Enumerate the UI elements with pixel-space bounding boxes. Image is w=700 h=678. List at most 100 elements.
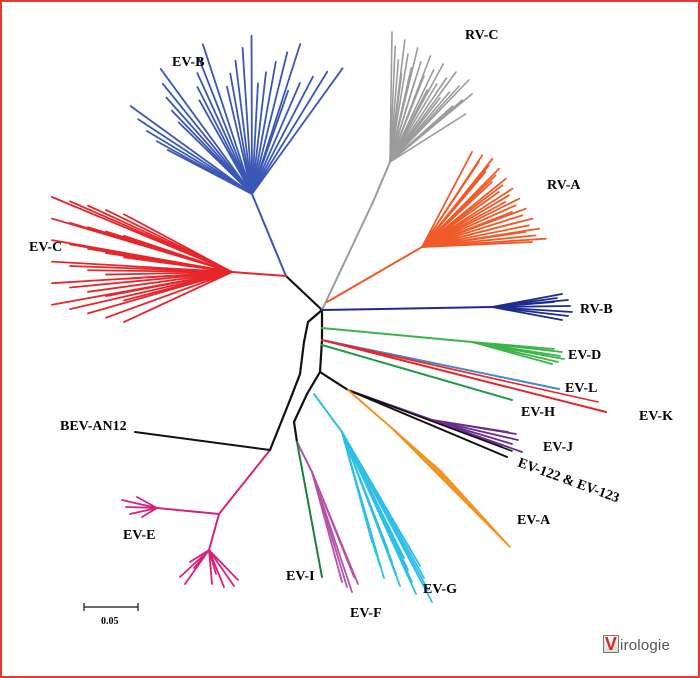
rv-c-tip — [389, 55, 432, 163]
rv-c-tip — [389, 71, 457, 163]
backbone-branch — [292, 420, 299, 444]
rv-a-tip — [421, 211, 513, 248]
rv-c-tip — [389, 63, 445, 163]
backbone-branch — [306, 308, 324, 324]
ev-e-tip — [136, 496, 158, 509]
label-ev-e: EV-E — [123, 528, 155, 543]
tree-branches — [51, 31, 607, 603]
rv-c-branch — [372, 161, 391, 203]
ev-b-tip — [201, 43, 253, 195]
label-ev-g: EV-G — [423, 582, 457, 597]
ev-j-tip — [431, 419, 523, 453]
rv-a-tip — [421, 241, 533, 248]
ev-e-tip — [208, 549, 239, 581]
ev-c-tip — [123, 256, 233, 273]
backbone-branch — [318, 370, 350, 392]
rv-b-tip — [491, 306, 563, 321]
label-rv-c: RV-C — [465, 28, 498, 43]
ev-g-tip — [341, 431, 385, 579]
logo-v-letter: V — [602, 634, 620, 654]
rv-c-tip — [389, 39, 406, 163]
label-ev-d: EV-D — [568, 348, 601, 363]
ev-f-tip — [311, 471, 355, 578]
ev-b-tip — [251, 75, 314, 195]
rv-a-tip — [421, 191, 500, 248]
ev-j-tip — [431, 419, 519, 441]
rv-a-tip — [421, 171, 487, 248]
ev-c-tip — [69, 271, 233, 289]
scale-bar: 0.05 — [83, 603, 139, 627]
rv-c-tip — [389, 53, 409, 163]
rv-a-tip — [421, 151, 473, 248]
label-rv-b: RV-B — [580, 302, 613, 317]
label-ev-c: EV-C — [29, 240, 62, 255]
ev-122-branch — [347, 389, 508, 458]
rv-a-tip — [421, 181, 493, 248]
ev-e-tip — [189, 549, 210, 563]
rv-c-tip — [389, 69, 435, 163]
rv-a-tip — [421, 201, 507, 248]
ev-g-tip — [341, 431, 417, 595]
ev-e-branch — [208, 513, 220, 551]
ev-b-tip — [226, 85, 253, 195]
label-ev-j: EV-J — [543, 440, 573, 455]
ev-b-tip — [137, 118, 253, 195]
label-ev-f: EV-F — [350, 606, 382, 621]
ev-a-branch — [347, 389, 395, 431]
ev-c-tip — [123, 213, 233, 273]
ev-c-tip — [123, 234, 233, 273]
ev-b-tip — [198, 57, 253, 195]
ev-b-tip — [165, 96, 253, 195]
ev-d-tip — [471, 341, 555, 350]
ev-a-tip — [393, 429, 511, 548]
ev-e-tip — [125, 506, 158, 509]
label-bev-an12: BEV-AN12 — [60, 419, 127, 434]
ev-e-tip — [208, 549, 213, 585]
ev-f-tip — [311, 471, 353, 593]
label-rv-a: RV-A — [547, 178, 581, 193]
backbone-branch — [305, 370, 322, 396]
backbone-branch — [302, 320, 310, 344]
ev-b-tip — [196, 86, 253, 195]
ev-i-branch — [296, 441, 323, 578]
rv-a-branch — [326, 246, 423, 303]
ev-e-tip — [208, 549, 217, 575]
ev-c-tip — [69, 271, 233, 310]
rv-b-branch — [321, 306, 493, 311]
ev-j-tip — [431, 419, 509, 433]
ev-b-tip — [251, 89, 290, 195]
rv-c-tip — [389, 79, 470, 163]
label-ev-k: EV-K — [639, 409, 673, 424]
ev-b-tip — [241, 46, 253, 195]
ev-e-tip — [141, 507, 158, 518]
ev-h-branch — [321, 344, 513, 401]
rv-a-tip — [421, 161, 480, 248]
ev-b-tip — [251, 71, 267, 195]
ev-e-branch — [218, 449, 271, 515]
rv-c-branch — [321, 201, 374, 311]
bev-an12-branch — [134, 431, 271, 451]
ev-b-tip — [251, 82, 301, 195]
ev-k-branch — [321, 339, 607, 413]
ev-k-branch — [321, 339, 599, 403]
scale-bar-label: 0.05 — [101, 616, 119, 627]
ev-b-branch — [251, 193, 287, 277]
ev-c-tip — [105, 271, 233, 319]
ev-b-tip — [161, 82, 253, 195]
ev-e-branch — [156, 507, 220, 515]
ev-b-tip — [251, 51, 289, 195]
ev-c-tip — [87, 271, 233, 315]
ev-c-branch — [231, 271, 287, 277]
ev-c-tip — [123, 271, 233, 323]
label-ev-h: EV-H — [521, 405, 555, 420]
rv-c-tip — [389, 93, 473, 163]
ev-c-tip — [51, 271, 233, 285]
ev-e-tip — [121, 499, 158, 509]
ev-b-tip — [234, 59, 253, 195]
ev-e-tip — [208, 549, 235, 587]
label-ev-l: EV-L — [565, 381, 597, 396]
rv-b-tip — [491, 301, 555, 308]
ev-d-tip — [471, 341, 553, 365]
